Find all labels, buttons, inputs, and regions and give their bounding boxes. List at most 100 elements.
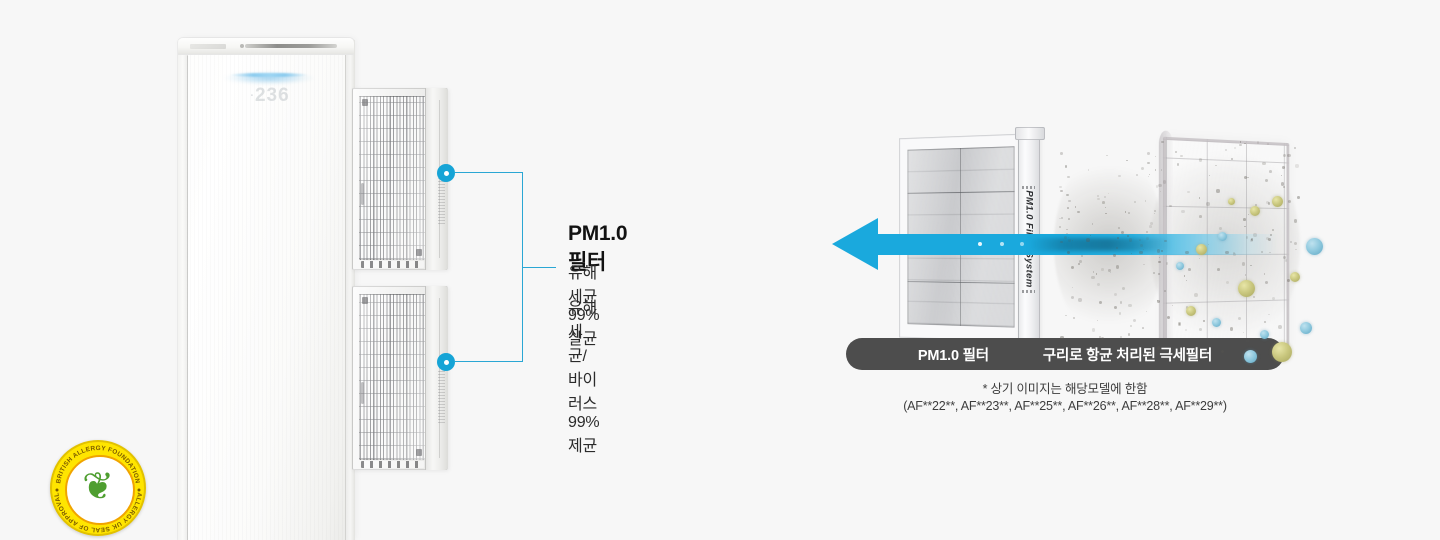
dust-speck <box>1092 223 1093 224</box>
callout-line-top <box>455 172 523 173</box>
dust-speck <box>1147 152 1150 155</box>
dust-speck <box>1142 327 1144 329</box>
dust-speck <box>1155 169 1156 170</box>
dust-speck <box>1066 233 1067 234</box>
pill-label-left: PM1.0 필터 <box>918 344 989 365</box>
dust-speck <box>1146 231 1148 233</box>
dust-speck <box>1239 144 1242 147</box>
dust-speck <box>1101 268 1104 271</box>
dust-speck <box>1281 182 1284 185</box>
dust-speck <box>1122 287 1125 290</box>
dust-speck <box>1199 215 1202 218</box>
filter-system-diagram: PM1.0 Filter System PM1.0 필터 구리로 항균 처리된 … <box>820 0 1320 540</box>
dust-speck <box>1061 217 1063 219</box>
dust-speck <box>1225 149 1227 151</box>
dust-speck <box>1071 266 1074 269</box>
dust-speck <box>1166 262 1168 264</box>
maple-leaf-icon: ❦ <box>82 468 114 506</box>
airflow-spark <box>1000 242 1004 246</box>
dust-speck <box>1059 218 1060 219</box>
dust-speck <box>1244 176 1247 179</box>
readout-value: 236 <box>255 85 290 106</box>
allergen-particle <box>1272 196 1283 207</box>
dust-speck <box>1225 251 1229 255</box>
top-sensor-dot-icon <box>240 44 244 48</box>
airflow-arrow <box>828 216 1278 272</box>
filter-tab-topleft <box>362 297 368 304</box>
dust-speck <box>1139 251 1142 254</box>
dust-speck <box>1199 158 1203 162</box>
dust-speck <box>1158 184 1162 188</box>
dust-speck <box>1154 213 1155 214</box>
bacteria-particle <box>1260 330 1269 339</box>
dust-speck <box>1161 250 1163 252</box>
dust-speck <box>1077 211 1079 213</box>
dust-speck <box>1068 218 1070 220</box>
allergen-particle <box>1290 272 1300 282</box>
air-purifier-body <box>178 38 354 540</box>
dust-speck <box>1060 336 1063 339</box>
filter-cartridge-lower[interactable] <box>352 286 448 470</box>
dust-speck <box>1240 141 1242 143</box>
bacteria-particle <box>1306 238 1323 255</box>
dust-speck <box>1097 198 1099 200</box>
dust-speck <box>1269 170 1272 173</box>
allergen-particle <box>1228 198 1235 205</box>
dust-speck <box>1216 189 1219 192</box>
brand-mark <box>190 44 226 49</box>
dust-speck <box>1128 304 1131 307</box>
dust-speck <box>1164 240 1167 243</box>
dust-speck <box>1088 169 1089 170</box>
pm-bar-cap-top <box>1015 127 1045 140</box>
dust-speck <box>1092 328 1095 331</box>
dust-speck <box>1060 152 1063 155</box>
dust-speck <box>1139 239 1141 241</box>
air-purifier-seam <box>187 56 188 540</box>
dust-speck <box>1181 210 1184 213</box>
dust-speck <box>1134 201 1136 203</box>
dust-speck <box>1065 165 1067 167</box>
dust-speck <box>1071 296 1074 299</box>
callout-anchor-dot-lower <box>437 353 455 371</box>
dust-speck <box>1244 143 1246 145</box>
dust-speck <box>1078 263 1080 265</box>
dust-speck <box>1194 293 1198 297</box>
callout-anchor-dot-upper <box>437 164 455 182</box>
dust-speck <box>1258 346 1259 347</box>
dust-speck <box>1269 252 1270 253</box>
filter-grab-handle[interactable] <box>361 382 364 404</box>
dust-speck <box>1268 314 1269 315</box>
dust-speck <box>1209 175 1210 176</box>
top-vent-slot <box>245 44 337 48</box>
bacteria-particle <box>1300 322 1312 334</box>
dust-speck <box>1143 264 1144 265</box>
dust-speck <box>1113 254 1115 256</box>
dust-speck <box>1128 333 1131 336</box>
dust-speck <box>1068 237 1069 238</box>
callout-bullet-2: 유해세균/바이러스 99% 제균 <box>568 294 599 456</box>
dust-speck <box>1066 194 1069 197</box>
airflow-spark <box>978 242 982 246</box>
dust-speck <box>1118 227 1120 229</box>
filter-grab-handle[interactable] <box>361 183 364 205</box>
dust-speck <box>1287 154 1290 157</box>
dust-speck <box>1155 156 1156 157</box>
dust-speck <box>1068 200 1070 202</box>
dust-speck <box>1149 174 1150 175</box>
airflow-arrowhead-icon <box>832 218 878 270</box>
filter-mesh <box>359 294 426 460</box>
dust-speck <box>1147 162 1150 165</box>
dust-speck <box>1164 290 1166 292</box>
filter-cartridge-upper[interactable] <box>352 88 448 270</box>
air-quality-readout: ·236 <box>230 84 310 108</box>
allergen-particle <box>1250 206 1260 216</box>
diagram-note-line-1: * 상기 이미지는 해당모델에 한함 <box>846 378 1284 397</box>
dust-speck <box>1257 141 1259 143</box>
dust-speck <box>1102 201 1105 204</box>
diagram-note-line-2: (AF**22**, AF**23**, AF**25**, AF**26**,… <box>826 399 1304 413</box>
dust-speck <box>1242 262 1245 265</box>
callout-line-stem <box>522 267 556 268</box>
pm-bar-notch <box>1022 290 1035 293</box>
dust-speck <box>1265 281 1268 284</box>
dust-speck <box>1243 218 1246 221</box>
